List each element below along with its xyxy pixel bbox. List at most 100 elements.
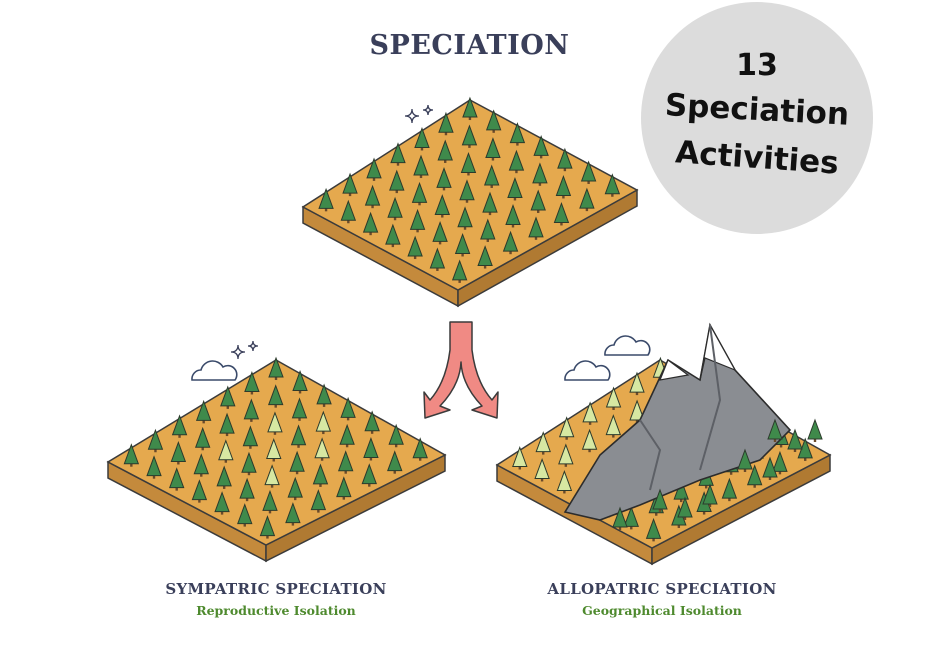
dark-tree xyxy=(310,489,327,511)
tree-trunk xyxy=(728,497,731,502)
dark-tree xyxy=(239,477,255,499)
tree-trunk xyxy=(652,537,655,542)
dark-tree xyxy=(434,194,451,216)
light-tree xyxy=(581,428,598,450)
dark-tree xyxy=(267,384,284,406)
dark-tree xyxy=(147,428,164,450)
tree-trunk xyxy=(344,469,347,474)
tree-trunk xyxy=(130,462,133,467)
dark-tree xyxy=(702,483,718,505)
dark-tree xyxy=(364,184,381,206)
dark-tree xyxy=(318,187,334,209)
tree-trunk xyxy=(297,443,300,448)
light-tree xyxy=(264,464,280,486)
tree-trunk xyxy=(612,433,615,438)
dark-tree xyxy=(168,467,185,489)
tree-trunk xyxy=(272,457,275,462)
light-tree xyxy=(267,411,283,433)
tree-trunk xyxy=(178,433,181,438)
dark-tree xyxy=(530,189,546,211)
dark-tree xyxy=(268,356,284,378)
sparkle-icon xyxy=(404,108,420,124)
light-tree xyxy=(266,438,282,459)
tree-trunk xyxy=(418,456,422,461)
allopatric-label: ALLOPATRIC SPECIATION xyxy=(547,580,777,598)
tree-trunk xyxy=(369,456,373,461)
dark-tree xyxy=(477,245,493,267)
split-arrow xyxy=(423,321,499,419)
tree-trunk xyxy=(511,223,515,228)
dark-tree xyxy=(767,418,783,440)
dark-tree xyxy=(652,488,668,510)
dark-tree xyxy=(462,96,478,118)
sparkle-icon xyxy=(422,104,434,116)
dark-tree xyxy=(337,450,354,472)
tree-trunk xyxy=(226,404,229,409)
tree-trunk xyxy=(773,438,777,442)
dark-tree xyxy=(508,149,525,171)
mountain-snowcap xyxy=(659,359,690,381)
light-tree xyxy=(629,371,645,393)
dark-tree xyxy=(389,169,405,191)
dark-tree xyxy=(339,423,355,445)
tree-trunk xyxy=(483,264,487,269)
tree-trunk xyxy=(225,432,229,437)
dark-tree xyxy=(580,160,597,182)
dark-tree xyxy=(459,179,475,201)
dark-tree xyxy=(219,412,235,434)
dark-tree xyxy=(480,218,496,240)
cloud-icon xyxy=(604,335,651,356)
tree-trunk xyxy=(538,181,542,186)
tree-trunk xyxy=(346,416,350,421)
dark-tree xyxy=(721,477,738,499)
tree-trunk xyxy=(393,469,396,474)
light-tree xyxy=(629,399,645,421)
dark-tree xyxy=(390,142,406,164)
sympatric-label: SYMPATRIC SPECIATION xyxy=(165,580,387,598)
dark-tree xyxy=(579,187,595,209)
tree-trunk xyxy=(565,435,568,440)
dark-tree xyxy=(807,418,823,440)
tree-trunk xyxy=(708,503,712,507)
tree-trunk xyxy=(372,176,376,181)
tree-trunk xyxy=(564,462,568,467)
dark-tree xyxy=(291,397,308,419)
tree-trunk xyxy=(729,470,733,475)
cloud-icon xyxy=(191,360,238,381)
tree-trunk xyxy=(743,468,747,472)
dark-tree xyxy=(414,127,430,148)
tree-trunk xyxy=(468,143,471,148)
dark-tree xyxy=(737,448,753,470)
mountain-snowcap xyxy=(699,323,737,381)
allopatric-island xyxy=(495,322,832,566)
dark-tree xyxy=(387,450,403,472)
dark-tree xyxy=(340,396,356,418)
tree-trunk xyxy=(274,376,278,381)
sympatric-sublabel: Reproductive Isolation xyxy=(196,603,356,618)
tree-trunk xyxy=(247,471,251,476)
dark-tree xyxy=(242,425,259,447)
light-tree xyxy=(558,416,575,438)
dark-tree xyxy=(216,465,232,487)
tree-trunk xyxy=(779,443,783,448)
tree-trunk xyxy=(490,183,493,188)
badge-number: 13 xyxy=(736,48,778,83)
dark-tree xyxy=(762,456,778,478)
sparkle-icon xyxy=(230,344,246,360)
dark-tree xyxy=(262,489,278,511)
tree-trunk xyxy=(655,511,658,516)
tree-trunk xyxy=(509,250,512,255)
tree-trunk xyxy=(683,516,687,520)
decorations xyxy=(191,104,651,381)
tree-trunk xyxy=(370,429,374,434)
tree-trunk xyxy=(588,420,592,425)
tree-trunk xyxy=(468,116,472,121)
tree-trunk xyxy=(438,240,442,245)
dark-tree xyxy=(454,233,471,254)
dark-tree xyxy=(677,496,693,518)
tree-trunk xyxy=(266,534,269,539)
tree-trunk xyxy=(322,430,325,435)
tree-trunk xyxy=(492,128,495,133)
activities-badge xyxy=(641,2,873,234)
dark-tree xyxy=(171,414,188,436)
